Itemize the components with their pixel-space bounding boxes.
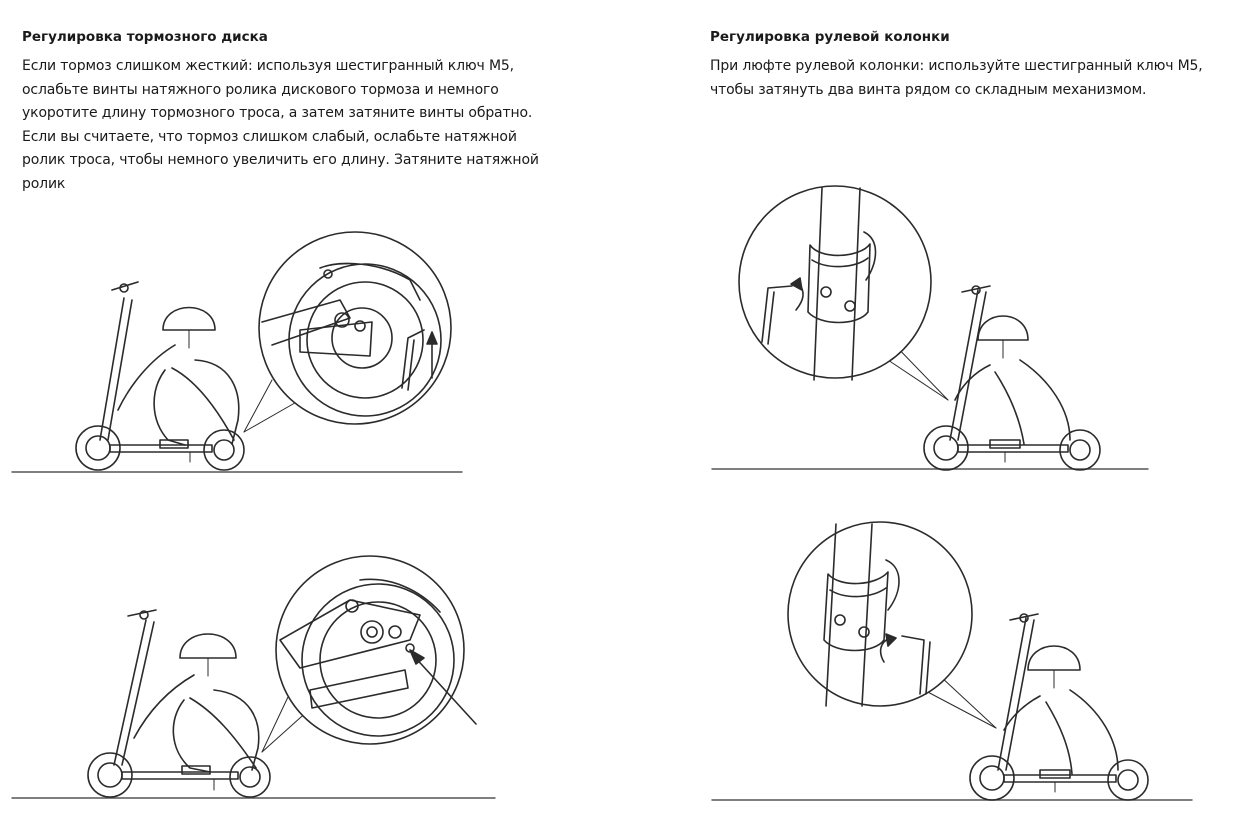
- brake-detail-callout: [275, 555, 477, 745]
- text-line: чтобы затянуть два винта рядом со складн…: [710, 81, 1147, 98]
- text-line: Если тормоз слишком жесткий: используя ш…: [22, 58, 514, 74]
- scooter-figure: [969, 613, 1149, 801]
- brake-adjust-illustration-top: [11, 231, 463, 473]
- scooter-figure: [87, 609, 271, 798]
- brake-detail-callout: [258, 231, 452, 425]
- scooter-figure: [923, 285, 1101, 471]
- text-line: При люфте рулевой колонки: используйте ш…: [710, 58, 1203, 74]
- steering-detail-callout: [738, 185, 932, 381]
- hex-key-icon: [401, 329, 425, 389]
- steering-column-adjustment-title: Регулировка рулевой колонки: [710, 29, 950, 45]
- person-figure: [954, 315, 1071, 463]
- text-line: ослабьте винты натяжного ролика дисковог…: [22, 81, 499, 98]
- person-figure: [117, 306, 240, 463]
- brake-disc-adjustment-text: Если тормоз слишком жесткий: используя ш…: [22, 55, 582, 196]
- text-line: ролик троса, чтобы немного увеличить его…: [22, 152, 539, 168]
- brake-adjust-illustration-bottom: [11, 555, 496, 799]
- steering-adjust-illustration-bottom: [711, 521, 1193, 801]
- steering-detail-callout: [787, 521, 973, 707]
- hex-key-icon: [761, 285, 793, 343]
- steering-column-adjustment-text: При люфте рулевой колонки: используйте ш…: [710, 55, 1250, 102]
- person-figure: [133, 633, 260, 791]
- text-line: укоротите длину тормозного троса, а зате…: [22, 105, 533, 121]
- pointer-arrow-icon: [411, 653, 477, 725]
- person-figure: [1003, 645, 1119, 793]
- text-line: ролик: [22, 175, 66, 192]
- hex-key-icon: [901, 635, 925, 695]
- steering-adjust-illustration-top: [711, 185, 1149, 471]
- scooter-figure: [75, 281, 245, 471]
- brake-disc-adjustment-title: Регулировка тормозного диска: [22, 29, 268, 45]
- text-line: Если вы считаете, что тормоз слишком сла…: [22, 128, 517, 145]
